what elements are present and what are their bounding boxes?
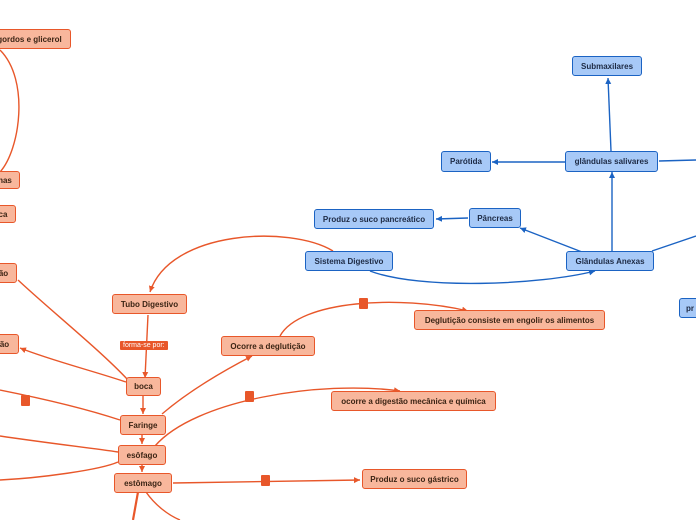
node-tubo-digestivo[interactable]: Tubo Digestivo [112,294,187,314]
node-absorcao[interactable]: ão [0,263,17,283]
node-boca[interactable]: boca [126,377,161,396]
node-ocorre-degluticao[interactable]: Ocorre a deglutição [221,336,315,356]
node-degluticao-consiste[interactable]: Deglutição consiste em engolir os alimen… [414,310,605,330]
node-submaxilares[interactable]: Submaxilares [572,56,642,76]
node-digestao[interactable]: ão [0,334,19,354]
node-pancreas[interactable]: Pâncreas [469,208,521,228]
link-ocorre-degluticao [279,301,469,337]
node-glandulas-anexas[interactable]: Glândulas Anexas [566,251,654,271]
link-anexas-right [651,235,696,252]
link-absorcao-boca [17,279,129,381]
node-sistema-digestivo[interactable]: Sistema Digestivo [305,251,393,271]
node-suco-gastrico[interactable]: Produz o suco gástrico [362,469,467,489]
link-esofago-digestao [154,387,401,447]
node-acucar[interactable]: ca [0,205,16,223]
marker-left[interactable] [21,395,30,406]
node-glandulas-salivares[interactable]: glândulas salivares [565,151,658,172]
link-left-faringe [0,389,121,421]
marker-digestao[interactable] [245,391,254,402]
link-pancreas-suco [435,215,469,222]
link-graxos-proteinas [0,49,20,173]
node-parotida[interactable]: Parótida [441,151,491,172]
link-sistema-anexas [369,269,596,285]
node-proteinas[interactable]: nas [0,171,20,189]
marker-degluticao[interactable] [359,298,368,309]
link-boca-digestao [19,347,127,383]
link-estomago-right [145,491,181,520]
tag-forma-se: forma-se por: [120,341,168,350]
link-sistema-tubo [148,235,334,293]
link-estomago-down [131,491,140,520]
link-right-salivares [658,159,696,162]
node-faringe[interactable]: Faringe [120,415,166,435]
link-faringe-ocorre [161,355,253,415]
node-digestao-mecanica[interactable]: ocorre a digestão mecânica e química [331,391,496,411]
node-pr-edge[interactable]: pr [679,298,696,318]
link-anexas-pancreas [519,227,583,253]
link-left-esofago-1 [0,435,119,453]
link-salivares-submax [605,77,612,152]
node-estomago[interactable]: estômago [114,473,172,493]
marker-estomago[interactable] [261,475,270,486]
node-suco-pancreatico[interactable]: Produz o suco pancreático [314,209,434,229]
link-left-esofago-2 [0,461,119,481]
node-esofago[interactable]: esôfago [118,445,166,465]
node-graxos[interactable]: gordos e glicerol [0,29,71,49]
